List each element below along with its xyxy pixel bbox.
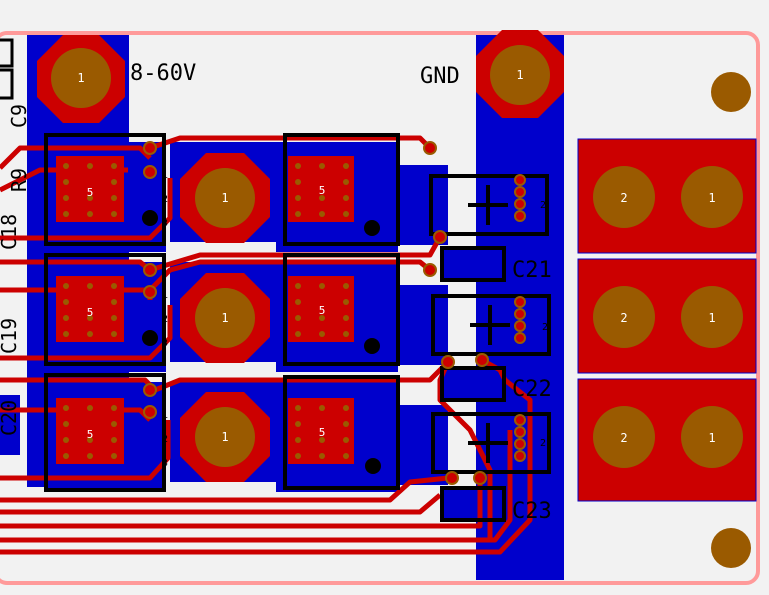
motor-phase-pad-number: 1 — [221, 311, 228, 325]
mosfet-tab-label: 5 — [87, 428, 94, 441]
connector-pin-label: 1 — [708, 191, 715, 205]
motor-phase-pad-number: 1 — [221, 430, 228, 444]
mosfet-footprint: 5 — [44, 253, 166, 366]
mosfet-tab-label: 5 — [319, 426, 326, 439]
mosfet-footprint: 5 — [283, 375, 400, 490]
mosfet-footprint: 5 — [283, 133, 400, 246]
mounting-hole — [711, 72, 751, 112]
fet-pin-number: 1 — [162, 410, 168, 421]
vias — [143, 141, 526, 485]
motor-phase-pad-number: 1 — [221, 191, 228, 205]
fet-pin-number: 2 — [162, 194, 168, 205]
component-label-c20: C20 — [0, 400, 21, 436]
mosfet-tab-label: 5 — [87, 306, 94, 319]
rail-pin-number: 2 — [540, 200, 546, 211]
mounting-hole — [711, 528, 751, 568]
power-input-label: 8-60V — [130, 61, 196, 86]
fet-pin-number: 3 — [162, 218, 168, 229]
ground-label: GND — [420, 64, 460, 89]
rail-pin-number: 2 — [540, 438, 546, 449]
component-label-c9: C9 — [7, 104, 31, 128]
mosfet-footprint: 5 — [283, 253, 400, 366]
component-label-c18: C18 — [0, 214, 21, 250]
board-outline — [0, 31, 760, 585]
mosfet-tab-label: 5 — [319, 304, 326, 317]
mosfet-footprint: 5 — [44, 373, 166, 492]
fet-pin-number: 3 — [162, 458, 168, 469]
ground-pad: 1 — [476, 30, 564, 118]
fet-pin-number: 3 — [162, 338, 168, 349]
ground-pad-number: 1 — [516, 68, 523, 82]
mosfet-tab-label: 5 — [87, 186, 94, 199]
mosfet-footprint: 5 — [44, 133, 166, 246]
left-edge-silkscreen — [0, 38, 14, 100]
motor-phase-pad: 1 — [180, 153, 270, 243]
motor-phase-pad: 1 — [180, 273, 270, 363]
capacitor-label-c22: C22 — [512, 377, 552, 402]
fet-pin-number: 1 — [162, 170, 168, 181]
motor-phase-pad: 1 — [180, 392, 270, 482]
capacitor-label-c23: C23 — [512, 499, 552, 524]
connector-pin-label: 1 — [708, 431, 715, 445]
capacitor-label-c21: C21 — [512, 258, 552, 283]
connector-pin-label: 2 — [620, 431, 627, 445]
fet-pin-number: 2 — [162, 314, 168, 325]
capacitor-footprint — [429, 174, 551, 522]
mosfet-tab-label: 5 — [319, 184, 326, 197]
motor-connector: 2 1 2 1 2 1 — [593, 166, 743, 468]
component-label-r9: R9 — [7, 168, 31, 192]
connector-pin-label: 2 — [620, 311, 627, 325]
connector-pin-label: 2 — [620, 191, 627, 205]
connector-pin-label: 1 — [708, 311, 715, 325]
power-pad-number: 1 — [77, 71, 84, 85]
fet-pin-number: 1 — [162, 290, 168, 301]
power-pad: 1 — [37, 35, 125, 123]
component-label-c19: C19 — [0, 318, 21, 354]
fet-pin-number: 2 — [162, 434, 168, 445]
rail-pin-number: 2 — [542, 322, 548, 333]
